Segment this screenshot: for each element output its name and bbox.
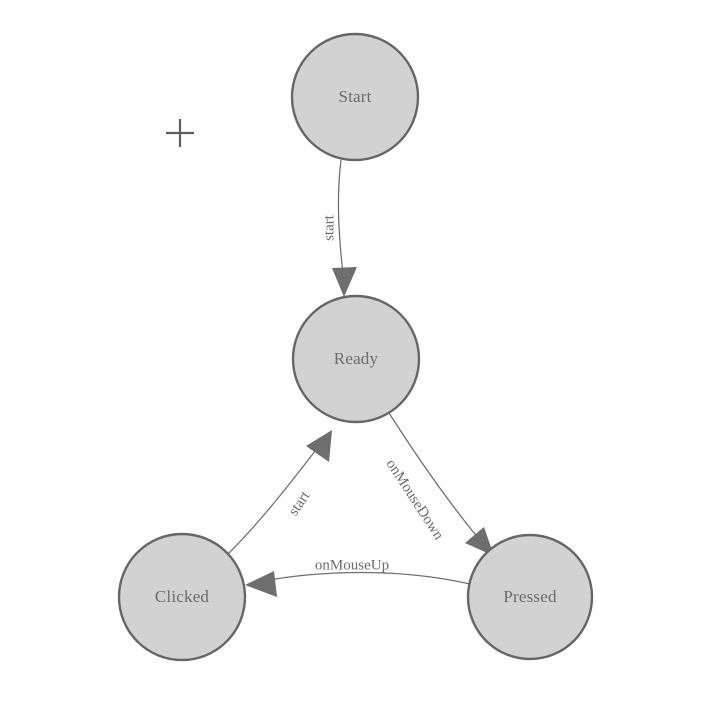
node-start-label: Start xyxy=(338,87,371,106)
node-clicked[interactable]: Clicked xyxy=(117,532,247,662)
node-start-circle xyxy=(290,32,420,162)
edge-ready-to-pressed-path xyxy=(388,412,485,546)
node-pressed-label: Pressed xyxy=(503,587,557,606)
edge-pressed-to-clicked-arrowhead xyxy=(245,571,277,597)
edge-ready-to-pressed[interactable]: onMouseDown xyxy=(383,412,494,556)
node-start[interactable]: Start xyxy=(290,32,420,162)
edge-pressed-to-clicked[interactable]: onMouseUp xyxy=(245,557,471,597)
crosshair-icon xyxy=(166,119,194,147)
edge-clicked-to-ready[interactable]: start xyxy=(227,430,332,555)
edge-clicked-to-ready-path xyxy=(227,441,323,555)
node-clicked-label: Clicked xyxy=(155,587,210,606)
edge-ready-to-pressed-arrowhead xyxy=(465,527,494,556)
node-ready-circle xyxy=(291,294,421,424)
edge-start-to-ready-path xyxy=(337,159,345,284)
node-ready[interactable]: Ready xyxy=(291,294,421,424)
node-ready-label: Ready xyxy=(334,349,379,368)
node-pressed[interactable]: Pressed xyxy=(466,533,594,661)
edge-clicked-to-ready-arrowhead xyxy=(306,430,332,462)
edge-start-to-ready-arrowhead xyxy=(332,267,357,297)
edge-clicked-to-ready-label: start xyxy=(286,488,314,519)
edge-pressed-to-clicked-path xyxy=(257,571,471,585)
node-pressed-circle xyxy=(466,533,594,661)
edge-start-to-ready[interactable]: start xyxy=(321,159,357,297)
edge-start-to-ready-label: start xyxy=(321,214,337,241)
node-clicked-circle xyxy=(117,532,247,662)
edge-pressed-to-clicked-label: onMouseUp xyxy=(315,557,389,573)
edge-ready-to-pressed-label: onMouseDown xyxy=(383,457,447,544)
